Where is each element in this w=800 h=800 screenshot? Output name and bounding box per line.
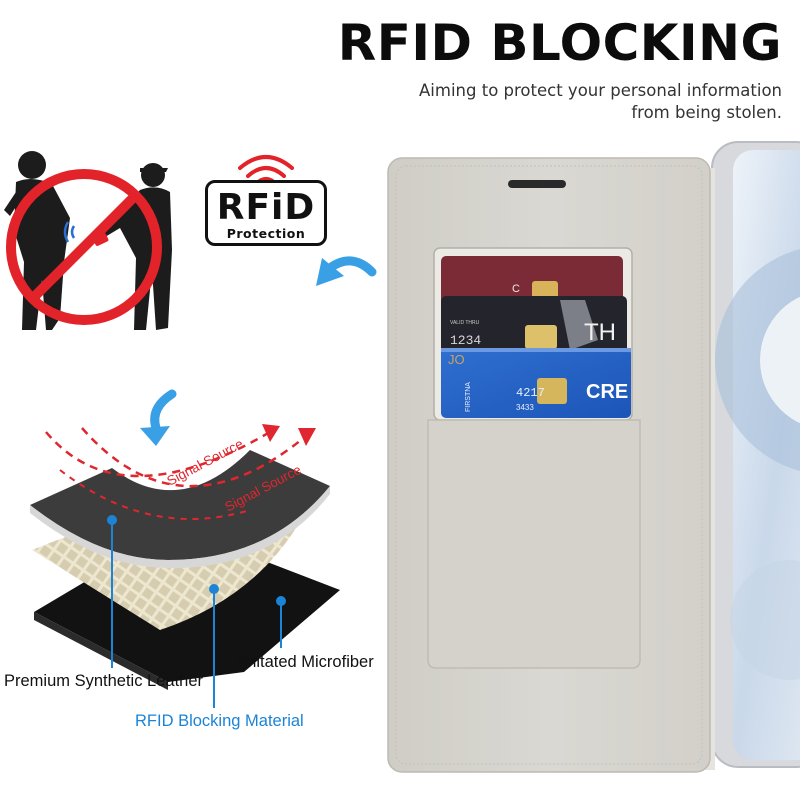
card-1-text: C xyxy=(512,283,520,295)
card-2-title: TH xyxy=(584,319,616,346)
card-2-valid: VALID THRU xyxy=(450,320,480,326)
card-3-title: CRE xyxy=(586,381,628,403)
wallet-case xyxy=(387,157,711,773)
label-imitated-microfiber: Imitated Microfiber xyxy=(238,653,374,671)
page-title: RFID BLOCKING xyxy=(337,14,782,72)
label-rfid-blocking-material: RFID Blocking Material xyxy=(135,712,304,730)
credit-cards xyxy=(441,256,631,418)
signal-arrows xyxy=(45,424,316,520)
prohibited-people-icon xyxy=(4,151,172,330)
card-3-number: 4217 xyxy=(516,386,545,400)
card-3-first: FIRSTNA xyxy=(465,382,472,412)
material-layers xyxy=(30,450,340,690)
callout-lines xyxy=(107,515,286,708)
subtitle-line-1: Aiming to protect your personal informat… xyxy=(419,81,782,100)
down-arrow-icon xyxy=(140,389,177,446)
rfid-protection-badge: RFiD Protection xyxy=(205,180,327,246)
page-subtitle: Aiming to protect your personal informat… xyxy=(362,80,782,124)
label-premium-synthetic-leather: Premium Synthetic Leather xyxy=(4,672,204,690)
subtitle-line-2: from being stolen. xyxy=(631,103,782,122)
card-2-name: JO xyxy=(448,352,465,367)
phone xyxy=(711,141,800,768)
curved-arrow-icon xyxy=(316,256,377,286)
card-3-small: 3433 xyxy=(516,403,534,412)
rfid-badge-text: RFiD xyxy=(216,187,316,228)
card-2-number: 1234 xyxy=(450,333,481,348)
rfid-badge-subtext: Protection xyxy=(226,226,306,241)
